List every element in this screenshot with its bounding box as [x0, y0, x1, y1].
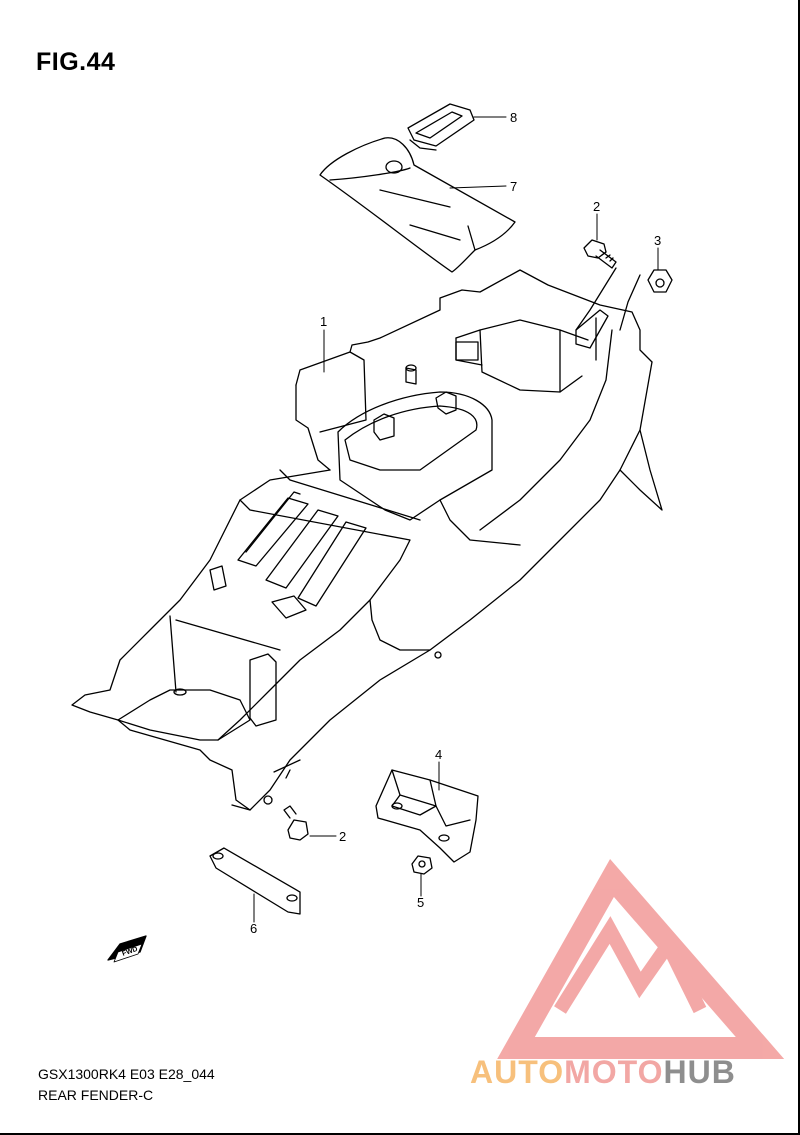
callout-1: 1 [320, 314, 327, 329]
bolt-part-2-upper [583, 239, 617, 269]
brand-moto: MOTO [564, 1054, 664, 1090]
brand-auto: AUTO [470, 1054, 565, 1090]
strap-part-8 [407, 103, 475, 151]
screw-part-5 [411, 855, 433, 875]
callout-2-upper: 2 [593, 199, 600, 214]
fwd-arrow-icon [107, 935, 147, 963]
callout-6: 6 [250, 921, 257, 936]
brand-hub: HUB [663, 1054, 736, 1090]
callout-2-lower: 2 [339, 829, 346, 844]
watermark-brand: AUTOMOTOHUB [470, 1054, 736, 1091]
callout-8: 8 [510, 110, 517, 125]
figure-title: FIG.44 [36, 48, 116, 76]
bracket-part-4 [375, 769, 479, 863]
nut-part-3 [647, 269, 673, 293]
plate-part-6 [209, 847, 301, 915]
bolt-part-2-lower [283, 805, 309, 841]
callout-7: 7 [510, 179, 517, 194]
callout-5: 5 [417, 895, 424, 910]
watermark-logo-icon [497, 859, 785, 1059]
part-name: REAR FENDER-C [38, 1087, 154, 1103]
model-code: GSX1300RK4 E03 E28_044 [38, 1066, 215, 1082]
callout-4: 4 [435, 747, 442, 762]
callout-3: 3 [654, 233, 661, 248]
rear-fender-part-1 [71, 267, 663, 811]
leader-lines [253, 116, 659, 923]
tool-bag-part-7 [319, 137, 516, 273]
